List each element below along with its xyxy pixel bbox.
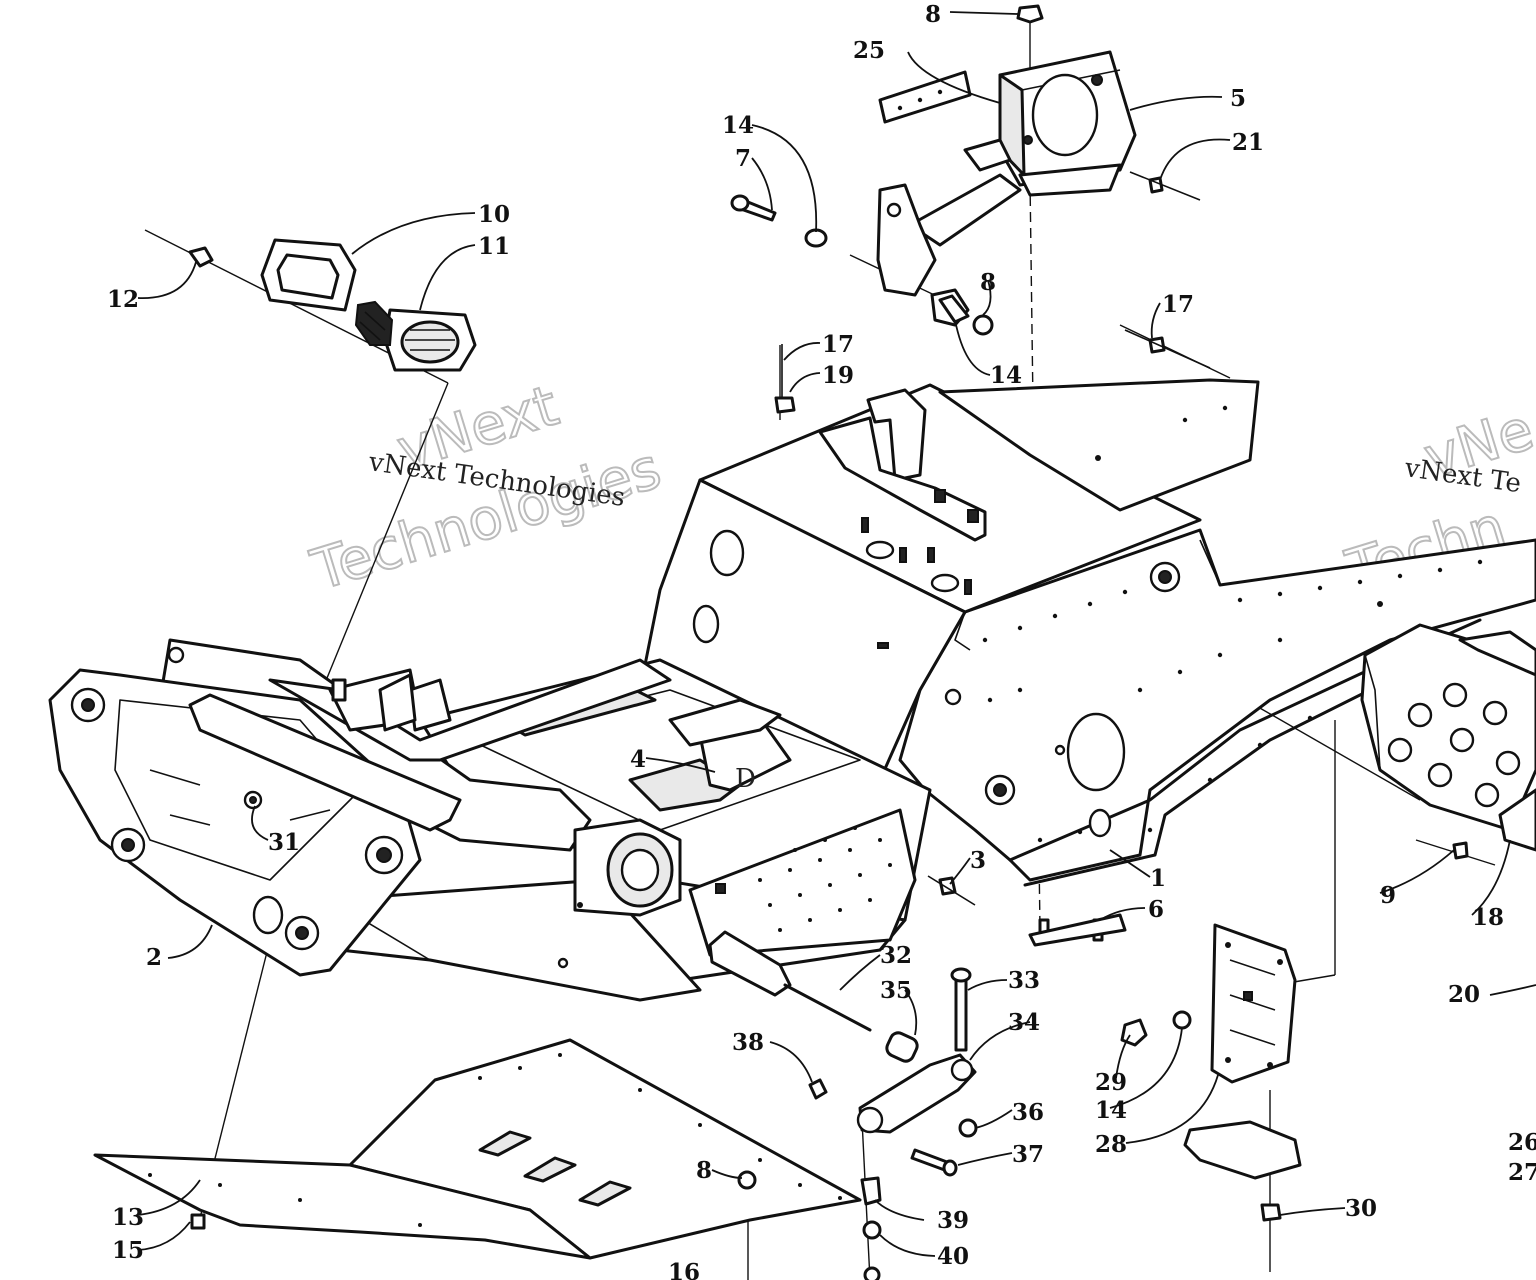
callout-26: 26	[1508, 1129, 1536, 1156]
callout-33: 33	[1008, 967, 1040, 994]
rivets-frame	[982, 405, 1483, 843]
skid-plates	[93, 1038, 862, 1260]
perforation-dots	[758, 826, 892, 932]
callout-34: 34	[1008, 1009, 1040, 1036]
steering-support	[876, 50, 1137, 327]
callout-28: 28	[1095, 1131, 1127, 1158]
headlight-assembly	[188, 238, 477, 372]
bracket-28	[1183, 923, 1302, 1180]
callout-16: 16	[668, 1259, 700, 1280]
leader-lines	[137, 11, 1536, 1257]
callout-38: 38	[732, 1029, 764, 1056]
hardware	[190, 4, 1469, 1230]
callout-20: 20	[1448, 981, 1480, 1008]
callout-11: 11	[478, 233, 510, 260]
front-arms	[48, 638, 682, 977]
callout-2: 2	[146, 944, 162, 971]
callout-8: 8	[925, 1, 941, 28]
callout-18: 18	[1472, 904, 1504, 931]
callout-14: 14	[722, 112, 754, 139]
front-bulkhead: D	[328, 658, 932, 1002]
bulkhead-mark: D	[735, 764, 756, 794]
callout-25: 25	[853, 37, 885, 64]
callout-31: 31	[268, 829, 300, 856]
callout-9: 9	[1380, 882, 1396, 909]
callout-13: 13	[112, 1204, 144, 1231]
callout-6: 6	[1148, 896, 1164, 923]
callout-3: 3	[970, 847, 986, 874]
rear-bulkhead-18	[1360, 623, 1536, 852]
callout-7: 7	[735, 145, 751, 172]
watermark-line2: Technologies	[304, 436, 668, 604]
callout-12: 12	[107, 286, 139, 313]
callout-17: 17	[822, 331, 854, 358]
callout-36: 36	[1012, 1099, 1044, 1126]
callout-10: 10	[478, 201, 510, 228]
steering-linkage	[708, 930, 978, 1280]
callout-15: 15	[112, 1237, 144, 1264]
callout-32: 32	[880, 942, 912, 969]
callout-5: 5	[1230, 85, 1246, 112]
callout-40: 40	[937, 1243, 969, 1270]
callout-8b: 8	[980, 269, 996, 296]
callout-14b: 14	[990, 362, 1022, 389]
callout-labels: 8 25 5 14 21 7 10 11 12 8 17 17 19 14 4 …	[107, 1, 1536, 1280]
callout-29: 29	[1095, 1069, 1127, 1096]
callout-4: 4	[630, 746, 646, 773]
callout-35: 35	[880, 977, 912, 1004]
callout-1: 1	[1150, 865, 1166, 892]
callout-39: 39	[937, 1207, 969, 1234]
callout-27: 27	[1508, 1159, 1536, 1186]
callout-17b: 17	[1162, 291, 1194, 318]
callout-14c: 14	[1095, 1097, 1127, 1124]
callout-21: 21	[1232, 129, 1264, 156]
callout-8c: 8	[696, 1157, 712, 1184]
skid-rivets	[148, 1053, 842, 1227]
callout-19: 19	[822, 362, 854, 389]
callout-37: 37	[1012, 1141, 1044, 1168]
callout-30: 30	[1345, 1195, 1377, 1222]
skid-louvers	[478, 1130, 632, 1207]
